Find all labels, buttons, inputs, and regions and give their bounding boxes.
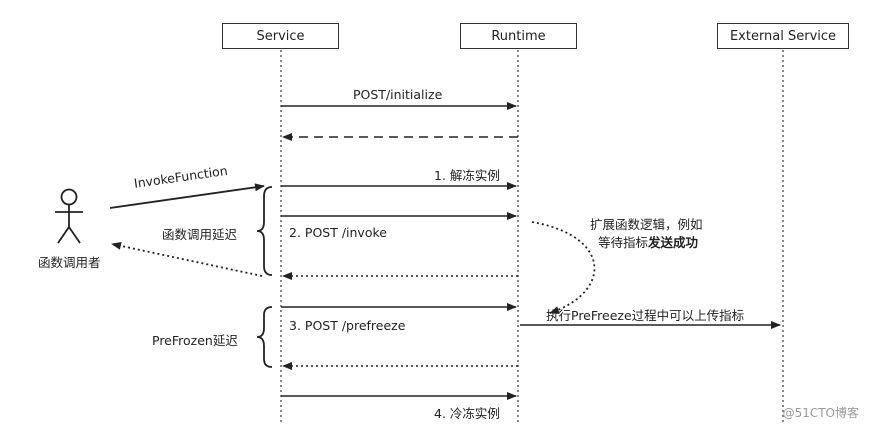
arrow-invoke-function [109, 183, 265, 209]
participant-service: Service [222, 23, 339, 49]
label-post-invoke: 2. POST /invoke [289, 225, 387, 240]
arrow-return-to-caller [111, 241, 263, 277]
note-prefreeze-upload: 执行PreFreeze过程中可以上传指标 [546, 308, 745, 323]
participant-runtime: Runtime [460, 23, 577, 49]
note-extension-line2-prefix: 等待指标 [598, 235, 649, 250]
participant-external-service: External Service [717, 23, 849, 49]
arrow-extension-curve [531, 221, 596, 314]
caller-actor-icon [55, 188, 83, 244]
participant-runtime-label: Runtime [491, 28, 546, 44]
watermark: @51CTO博客 [782, 406, 859, 420]
participant-service-label: Service [256, 28, 305, 44]
note-extension-line1: 扩展函数逻辑，例如 [590, 217, 703, 232]
invoke-delay-brace [256, 186, 273, 276]
note-invoke-delay: 函数调用延迟 [162, 227, 238, 242]
label-unfreeze: 1. 解冻实例 [434, 168, 500, 183]
label-freeze: 4. 冷冻实例 [434, 406, 500, 421]
participant-external-label: External Service [729, 28, 837, 44]
label-post-prefreeze: 3. POST /prefreeze [289, 318, 406, 333]
label-post-initialize: POST/initialize [353, 87, 443, 102]
prefrozen-delay-brace [256, 306, 273, 368]
note-prefrozen-delay: PreFrozen延迟 [152, 333, 238, 348]
caller-label: 函数调用者 [38, 255, 101, 270]
note-extension-line2-bold: 发送成功 [648, 235, 699, 250]
note-extension-line2: 等待指标发送成功 [598, 232, 698, 251]
